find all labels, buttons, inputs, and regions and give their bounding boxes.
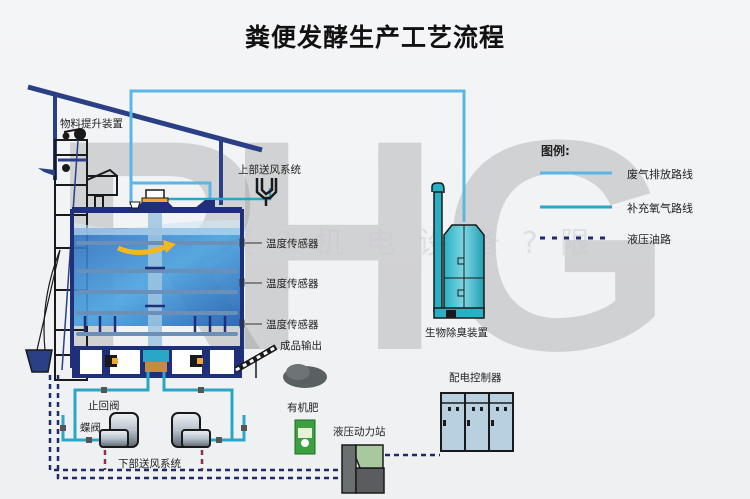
legend-item-oxygen: 补充氧气路线 <box>627 202 693 215</box>
power-control-cabinets <box>440 392 514 452</box>
label-temperature-sensor-2: 温度传感器 <box>266 278 319 290</box>
label-lower-air-system: 下部送风系统 <box>118 458 181 470</box>
label-temperature-sensor-3: 温度传感器 <box>266 319 319 331</box>
label-hydraulic-station: 液压动力站 <box>333 426 386 438</box>
watermark-letter-h: H <box>225 77 442 413</box>
fertilizer-bag-icon <box>294 419 316 455</box>
label-power-controller: 配电控制器 <box>449 372 502 384</box>
hydraulic-oil-lines <box>48 375 440 480</box>
hydraulic-station <box>341 444 385 494</box>
upper-air-duct <box>255 178 278 206</box>
valves <box>60 387 247 443</box>
lower-blower-left <box>99 412 139 448</box>
fertilizer-pile <box>283 364 327 388</box>
lower-blower-right <box>171 412 211 448</box>
roof-structure <box>27 84 263 205</box>
label-product-output: 成品输出 <box>280 340 322 352</box>
label-butterfly-valve: 蝶阀 <box>80 422 101 434</box>
temperature-sensors <box>239 238 262 328</box>
label-temperature-sensor-1: 温度传感器 <box>266 238 319 250</box>
legend-item-exhaust: 废气排放路线 <box>627 168 693 181</box>
page-title: 粪便发酵生产工艺流程 <box>244 23 505 52</box>
exhaust-pipeline <box>129 89 466 222</box>
label-check-valve: 止回阀 <box>88 400 120 412</box>
legend-title: 图例: <box>541 144 570 158</box>
label-organic-fertilizer: 有机肥 <box>287 402 319 414</box>
fermentation-tank <box>70 189 244 378</box>
material-bucket <box>25 249 61 373</box>
oxygen-pipeline <box>160 188 272 201</box>
rotation-arrow-icon <box>116 240 176 255</box>
output-conveyor <box>234 344 278 378</box>
label-lift-device: 物料提升装置 <box>60 118 123 130</box>
label-upper-air-system: 上部送风系统 <box>238 164 301 176</box>
label-deodorization-device: 生物除臭装置 <box>425 327 488 339</box>
biological-deodorization-tower <box>431 182 485 319</box>
legend-item-hydraulic: 液压油路 <box>627 233 671 246</box>
lower-air-piping <box>61 372 246 442</box>
legend-lines <box>540 171 612 240</box>
